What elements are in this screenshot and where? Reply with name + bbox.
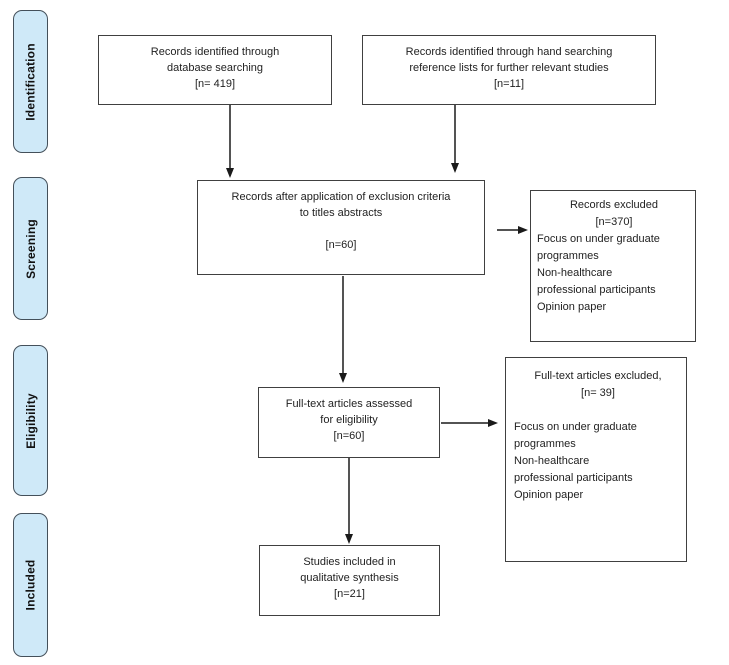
box-text-line: database searching [166,62,263,74]
box-text-line: Focus on under graduate [537,233,660,245]
box-text-line: professional participants [514,472,633,484]
box-text-line: Studies included in [303,556,396,568]
stage-label-eligibility: Eligibility [13,345,48,496]
box-text-line: to titles abstracts [299,207,383,219]
box-text-line: Opinion paper [514,489,584,501]
box-text-line: Full-text articles assessed [285,398,413,410]
box-text-line: programmes [514,438,576,450]
stage-label-identification: Identification [13,10,48,153]
stage-label-identification-text: Identification [23,42,38,121]
box-text-line: Non-healthcare [537,267,613,279]
box-text-line: Records excluded [569,199,659,211]
box-text-line: Opinion paper [537,301,607,313]
box-text-line: [n=11] [493,78,525,90]
box-text-line: professional participants [537,284,656,296]
box-text-line: [n= 419] [194,78,236,90]
box-text-line: reference lists for further relevant stu… [409,62,609,74]
box-text-line: Records identified through [150,46,280,58]
box-text-line: [n=370] [595,216,633,228]
box-text-line: Non-healthcare [514,455,590,467]
box-text-line: [n=60] [325,239,357,251]
box-records-hand-searching: Records identified through hand searchin… [362,35,656,105]
box-text-line: Focus on under graduate [514,421,637,433]
stage-label-screening: Screening [13,177,48,320]
box-text-line: Records identified through hand searchin… [405,46,613,58]
box-text-line: [n=60] [333,430,365,442]
box-text-line: qualitative synthesis [300,572,399,584]
box-text-line: programmes [537,250,599,262]
box-text-line: for eligibility [320,414,378,426]
box-text-line: [n=21] [334,588,365,600]
box-records-database: Records identified through database sear… [98,35,332,105]
box-records-after-exclusion: Records after application of exclusion c… [197,180,485,275]
box-text-line: Full-text articles excluded, [534,370,662,382]
box-fulltext-assessed: Full-text articles assessed for eligibil… [258,387,440,458]
stage-label-included-text: Included [23,559,38,611]
stage-label-screening-text: Screening [23,218,38,279]
box-records-excluded: Records excluded [n=370] Focus on under … [530,190,696,342]
box-text-line: Records after application of exclusion c… [231,191,451,203]
box-text-line: [n= 39] [581,387,615,399]
box-studies-included: Studies included in qualitative synthesi… [259,545,440,616]
stage-label-eligibility-text: Eligibility [23,392,38,449]
stage-label-included: Included [13,513,48,657]
box-fulltext-excluded: Full-text articles excluded, [n= 39] Foc… [505,357,687,562]
